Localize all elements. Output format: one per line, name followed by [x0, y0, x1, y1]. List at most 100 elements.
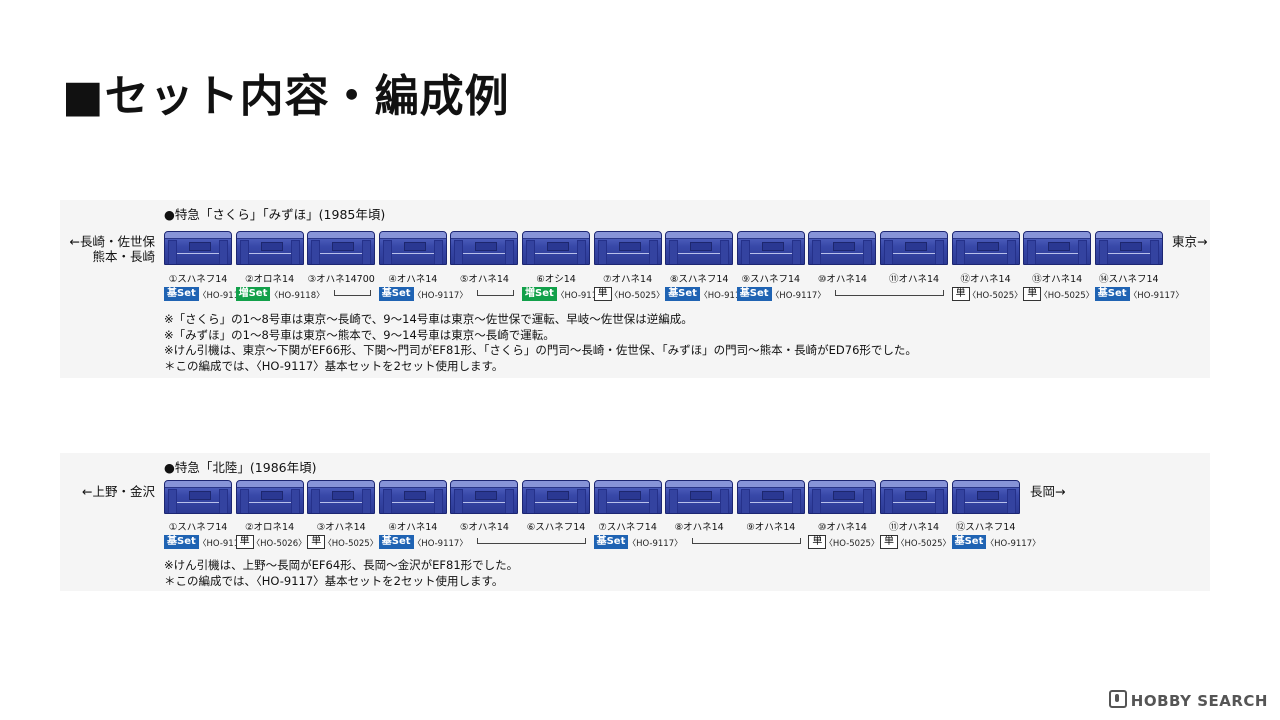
route-end-label: 長岡→ [1030, 484, 1065, 499]
note-line: ※けん引機は、東京～下関がEF66形、下関～門司がEF81形、「さくら」の門司～… [164, 343, 917, 357]
car-door [597, 489, 607, 513]
car-window [189, 242, 211, 251]
car-door [362, 240, 372, 264]
passenger-car [951, 231, 1020, 265]
car-door [362, 489, 372, 513]
passenger-car [1023, 231, 1092, 265]
route-start-line-1: ←長崎・佐世保 [69, 234, 155, 249]
car-window [260, 242, 283, 251]
single-car-badge: 単 [880, 535, 898, 549]
watermark-text: HOBBY SEARCH [1130, 692, 1268, 710]
car-label: ②オロネ14 [245, 522, 295, 533]
car-door [454, 489, 464, 513]
car-door [720, 240, 730, 264]
car-label: ⑩オハネ14 [817, 274, 867, 285]
car-label: ⑤オハネ14 [459, 274, 509, 285]
car-door [669, 240, 679, 264]
car-stripe [955, 253, 1016, 254]
notes: ※けん引機は、上野～長岡がEF64形、長岡～金沢がEF81形でした。 ＊この編成… [164, 558, 518, 589]
set-connector-line [476, 538, 586, 544]
single-car-badge: 単 [235, 535, 254, 549]
product-code: 〈HO-5025〉 [824, 539, 880, 549]
car-stripe [239, 502, 300, 503]
product-code: 〈HO-9117〉 [699, 291, 755, 301]
car-label: ⑦スハネフ14 [598, 522, 657, 533]
car-label: ⑨スハネフ14 [741, 274, 801, 285]
car-stripe [168, 502, 228, 503]
car-door [884, 489, 893, 513]
car-door [382, 489, 392, 513]
passenger-car [665, 231, 734, 265]
set-connector-line [834, 290, 944, 296]
car-door [1006, 240, 1016, 264]
route-start-line-2: 熊本・長崎 [92, 249, 155, 264]
car-stripe [382, 253, 443, 254]
route-start-label: ←上野・金沢 [82, 484, 155, 499]
car-roof [451, 232, 518, 239]
note-line: ＊この編成では、〈HO-9117〉基本セットを2セット使用します。 [164, 358, 504, 373]
car-stripe [669, 502, 730, 503]
car-roof [952, 481, 1019, 488]
car-door [791, 489, 801, 513]
car-stripe [955, 502, 1016, 503]
car-stripe [884, 253, 944, 254]
car-window [761, 242, 784, 251]
watermark: HOBBY SEARCH [1108, 690, 1268, 710]
car-roof [666, 232, 733, 239]
car-window [618, 491, 641, 500]
set-connector-line [333, 290, 372, 296]
basic-set-badge: 基Set [593, 535, 629, 549]
car-door [1098, 240, 1108, 264]
car-label: ⑤オハネ14 [459, 522, 509, 533]
car-window [547, 491, 569, 500]
single-car-badge: 単 [1023, 287, 1042, 301]
basic-set-badge: 基Set [378, 287, 414, 301]
passenger-car [593, 231, 662, 265]
product-code: 〈HO-9117〉 [412, 539, 468, 549]
route-start-line-1: ←上野・金沢 [82, 484, 155, 499]
basic-set-badge: 基Set [164, 535, 199, 549]
car-stripe [812, 253, 873, 254]
car-door [311, 240, 321, 264]
passenger-car [880, 231, 948, 265]
car-roof [881, 481, 947, 488]
car-label: ⑬オハネ14 [1032, 274, 1083, 285]
car-stripe [526, 502, 586, 503]
car-door [812, 240, 822, 264]
car-window [833, 491, 856, 500]
car-door [720, 489, 730, 513]
car-roof [308, 481, 375, 488]
car-window [905, 242, 927, 251]
car-door [505, 240, 515, 264]
car-stripe [740, 253, 801, 254]
car-roof [236, 232, 303, 239]
car-roof [1024, 232, 1091, 239]
product-code: 〈HO-9117〉 [412, 291, 468, 301]
add-on-set-badge: 増Set [235, 287, 271, 301]
product-code: 〈HO-9117〉 [1128, 291, 1184, 301]
car-window [976, 242, 999, 251]
car-door [219, 489, 228, 513]
car-window [761, 491, 784, 500]
basic-set-badge: 基Set [164, 287, 199, 301]
product-code: 〈HO-9118〉 [556, 291, 612, 301]
car-stripe [1027, 253, 1088, 254]
car-door [740, 240, 750, 264]
car-door [935, 489, 944, 513]
car-label: ⑧オハネ14 [674, 522, 724, 533]
car-stripe [311, 253, 372, 254]
passenger-car [951, 480, 1020, 514]
product-code: 〈HO-9117〉 [198, 539, 254, 549]
car-label: ①スハネフ14 [168, 274, 228, 285]
car-door [526, 489, 535, 513]
car-stripe [168, 253, 228, 254]
passenger-car [307, 231, 376, 265]
car-door [505, 489, 515, 513]
basic-set-badge: 基Set [378, 535, 414, 549]
car-stripe [597, 502, 658, 503]
car-stripe [454, 502, 515, 503]
car-window [1119, 242, 1142, 251]
single-car-badge: 単 [593, 287, 612, 301]
page-title: ■セット内容・編成例 [62, 71, 510, 122]
